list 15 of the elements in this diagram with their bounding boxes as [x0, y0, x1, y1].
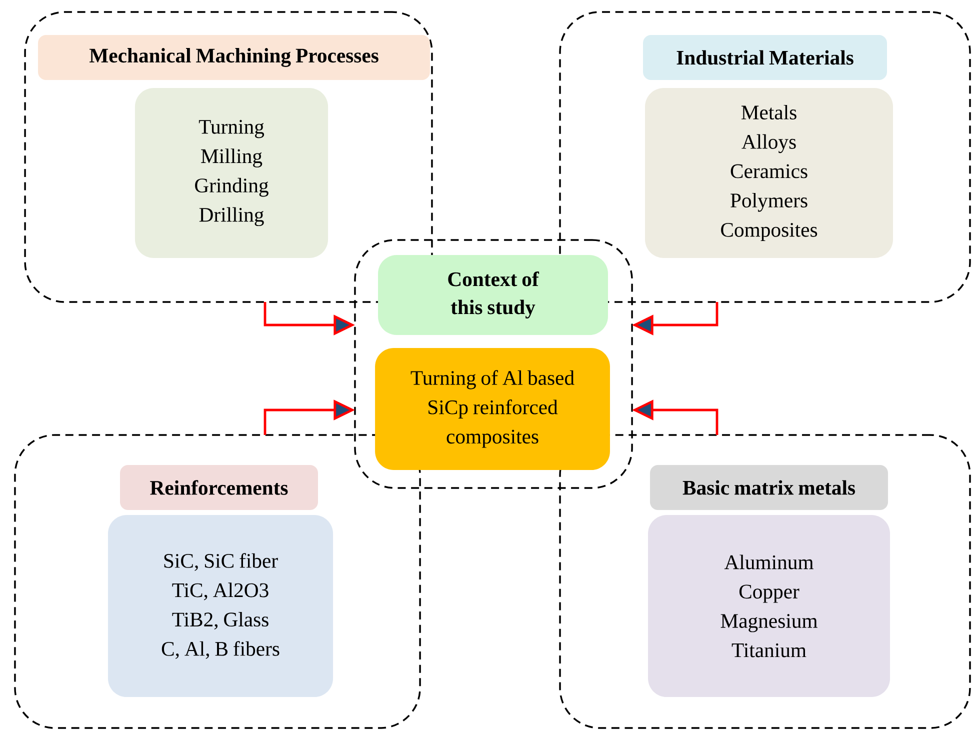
list-box: Metals Alloys Ceramics Polymers Composites — [645, 88, 893, 258]
dashed-group-frame — [559, 11, 971, 303]
heading-box: Reinforcements — [120, 464, 318, 510]
list-box: SiC, SiC fiber TiC, Al2O3 TiB2, Glass C, Al, B fibers — [108, 515, 334, 697]
list-box: Aluminum Copper Magnesium Titanium — [648, 515, 890, 697]
dashed-group-frame — [559, 434, 971, 729]
dashed-group-frame — [354, 239, 633, 489]
heading-box: Industrial Materials — [643, 34, 887, 80]
topic-box: Context of this study — [378, 255, 608, 335]
dashed-group-frame — [24, 11, 433, 303]
list-box: Turning Milling Grinding Drilling — [134, 88, 328, 258]
heading-box: Basic matrix metals — [650, 464, 888, 510]
topic-box: Turning of Al based SiCp reinforced composites — [375, 348, 610, 470]
dashed-group-frame — [14, 434, 421, 729]
heading-box: Mechanical Machining Processes — [38, 34, 430, 80]
